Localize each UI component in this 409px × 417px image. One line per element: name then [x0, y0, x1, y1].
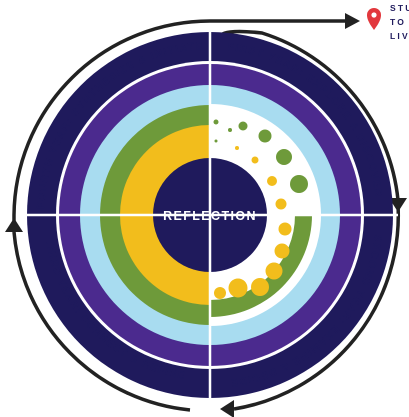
- outer-arc-bottom-left: [12, 231, 191, 412]
- dot: [258, 129, 272, 143]
- dot: [251, 278, 269, 296]
- dot: [290, 175, 308, 193]
- dot: [265, 262, 283, 280]
- inner-start-loop: [216, 29, 400, 201]
- arrowhead-right-icon: [345, 13, 360, 29]
- corner-branding: STU TO LIV: [367, 3, 409, 41]
- growth-dots: [213, 119, 308, 299]
- dot: [214, 287, 226, 299]
- outer-arc-bottom-right: [233, 204, 401, 411]
- dot: [267, 176, 277, 186]
- dot: [274, 243, 290, 259]
- arrowhead-down-icon: [389, 198, 407, 212]
- dot: [214, 139, 218, 143]
- map-pin-dot: [371, 12, 377, 18]
- dot: [228, 278, 248, 298]
- center-label: REFLECTION: [163, 209, 257, 223]
- dot: [251, 156, 259, 164]
- dot: [235, 146, 239, 150]
- dot: [238, 121, 248, 131]
- corner-line-1: STU: [390, 3, 409, 13]
- map-pin-icon: [367, 8, 381, 30]
- arrowhead-up-icon: [5, 218, 23, 232]
- dot: [276, 149, 292, 165]
- dot: [275, 198, 287, 210]
- dot: [278, 222, 292, 236]
- outer-arc-left: [12, 19, 211, 228]
- outer-cycle-arrow: [5, 13, 407, 417]
- dot: [213, 119, 219, 125]
- corner-line-2: TO: [390, 17, 406, 27]
- dot: [228, 128, 232, 132]
- arrowhead-left-icon: [220, 400, 234, 417]
- corner-line-3: LIV: [390, 31, 409, 41]
